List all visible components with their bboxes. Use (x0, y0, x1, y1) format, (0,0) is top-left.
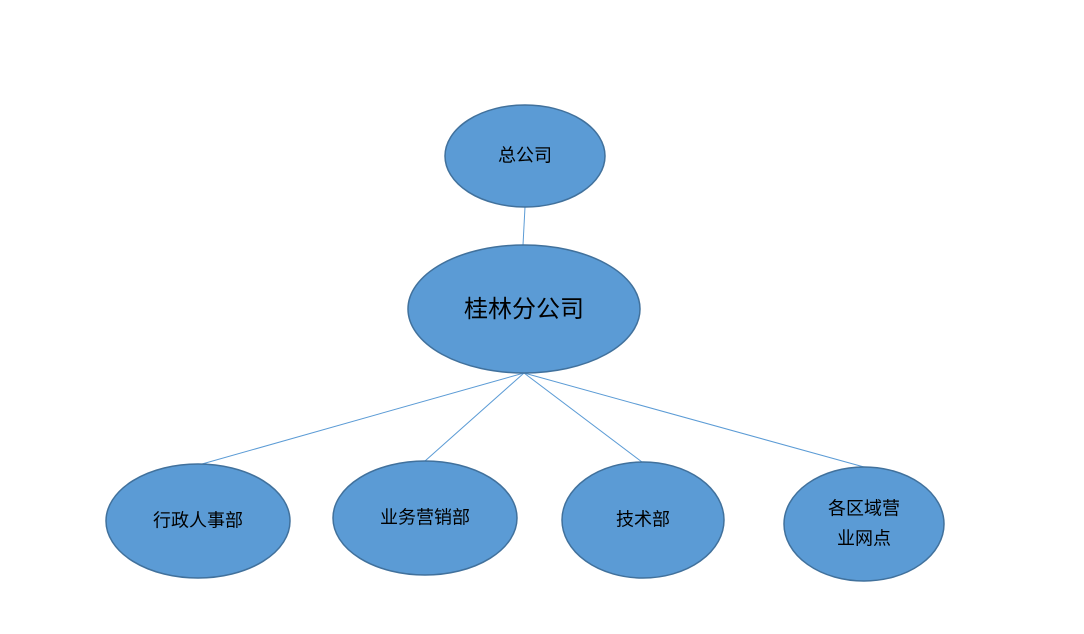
node-guilin-branch-shape (407, 244, 641, 374)
node-technology-label: 技术部 (616, 510, 670, 531)
node-guilin-branch: 桂林分公司 (407, 244, 641, 374)
edge-guilin-branch-to-technology (523, 372, 643, 463)
node-regional-outlets-shape (783, 466, 945, 582)
node-head-office: 总公司 (444, 104, 606, 208)
node-admin-hr: 行政人事部 (105, 463, 291, 579)
node-guilin-branch-label: 桂林分公司 (464, 295, 584, 323)
node-head-office-label: 总公司 (498, 146, 552, 167)
node-technology: 技术部 (561, 461, 725, 579)
connectors (201, 206, 865, 468)
node-regional-outlets: 各区域营 业网点 (783, 466, 945, 582)
edge-guilin-branch-to-sales-marketing (424, 372, 525, 462)
node-sales-marketing: 业务营销部 (332, 460, 518, 576)
node-technology-shape (561, 461, 725, 579)
node-regional-outlets-label-line-1: 各区域营 (828, 499, 900, 520)
node-head-office-shape (444, 104, 606, 208)
node-regional-outlets-label-line-2: 业网点 (837, 529, 891, 550)
node-sales-marketing-shape (332, 460, 518, 576)
node-admin-hr-shape (105, 463, 291, 579)
node-admin-hr-label: 行政人事部 (153, 511, 243, 532)
edge-head-office-to-guilin-branch (522, 206, 526, 246)
edge-guilin-branch-to-regional-outlets (523, 372, 865, 468)
node-sales-marketing-label: 业务营销部 (380, 508, 470, 529)
edge-guilin-branch-to-admin-hr (201, 372, 525, 465)
